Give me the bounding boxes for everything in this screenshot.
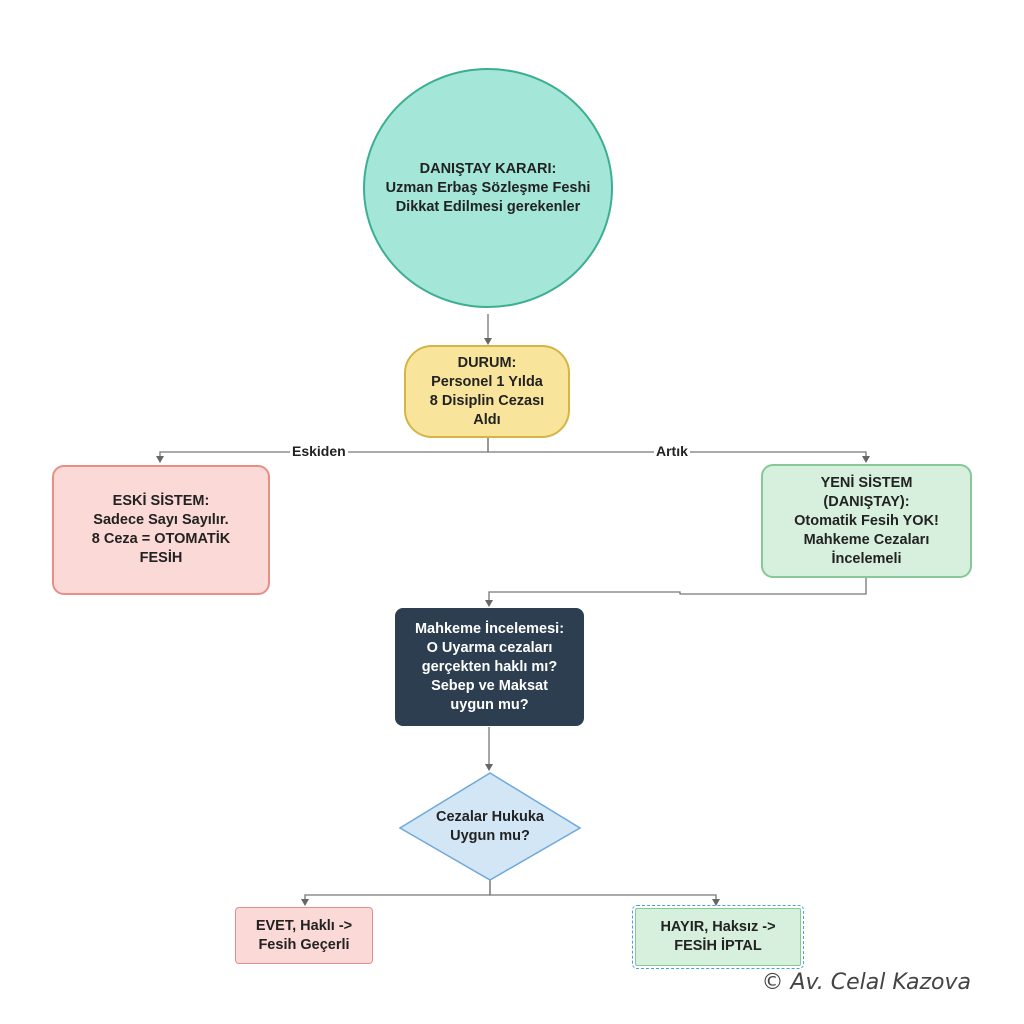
decision-line-2: Uygun mu? [450,827,530,844]
situation-node[interactable]: DURUM: Personel 1 Yılda 8 Disiplin Cezas… [404,345,570,438]
court-review-line-2: O Uyarma cezaları [426,639,553,656]
new-system-line-5: İncelemeli [831,550,902,567]
new-system-line-3: Otomatik Fesih YOK! [794,512,939,529]
yes-result-node[interactable]: EVET, Haklı -> Fesih Geçerli [235,907,373,964]
edge-label-eskiden: Eskiden [290,443,348,459]
yes-result-line-2: Fesih Geçerli [258,936,350,953]
situation-line-1: DURUM: [457,354,517,371]
court-review-line-3: gerçekten haklı mı? [421,658,558,675]
new-system-node[interactable]: YENİ SİSTEM (DANIŞTAY): Otomatik Fesih Y… [761,464,972,578]
court-review-line-4: Sebep ve Maksat [431,677,548,694]
old-system-line-2: Sadece Sayı Sayılır. [93,512,229,528]
edge-new-to-court [485,578,867,607]
start-line-3: Dikkat Edilmesi gerekenler [395,198,581,215]
court-review-line-1: Mahkeme İncelemesi: [414,620,565,637]
decision-line-1: Cezalar Hukuka [436,808,544,825]
old-system-line-3: 8 Ceza = OTOMATİK [91,531,231,547]
no-result-line-2: FESİH İPTAL [674,938,762,954]
edge-label-artik: Artık [654,443,690,459]
edge-decision-to-no [489,880,720,906]
old-system-node[interactable]: ESKİ SİSTEM: Sadece Sayı Sayılır. 8 Ceza… [52,465,270,595]
court-review-line-5: uygun mu? [450,696,529,713]
situation-line-3: 8 Disiplin Cezası [429,392,545,409]
new-system-line-2: (DANIŞTAY): [823,493,910,510]
situation-line-2: Personel 1 Yılda [431,373,543,390]
start-line-2: Uzman Erbaş Sözleşme Feshi [385,179,591,196]
no-result-line-1: HAYIR, Haksız -> [660,919,776,935]
start-node[interactable]: DANIŞTAY KARARI: Uzman Erbaş Sözleşme Fe… [363,68,613,308]
old-system-line-4: FESİH [139,550,183,566]
start-line-1: DANIŞTAY KARARI: [419,160,557,177]
old-system-line-1: ESKİ SİSTEM: [112,493,210,509]
situation-line-4: Aldı [473,411,501,428]
court-review-node[interactable]: Mahkeme İncelemesi: O Uyarma cezaları ge… [395,608,584,726]
decision-diamond [398,772,582,881]
copyright-text: © Av. Celal Kazova [761,970,971,995]
new-system-line-4: Mahkeme Cezaları [803,531,930,548]
yes-result-line-1: EVET, Haklı -> [255,917,353,934]
edge-decision-to-yes [301,880,491,906]
new-system-line-1: YENİ SİSTEM [820,474,913,491]
decision-node[interactable]: Cezalar Hukuka Uygun mu? [400,773,580,880]
no-result-node[interactable]: HAYIR, Haksız -> FESİH İPTAL [632,905,804,969]
